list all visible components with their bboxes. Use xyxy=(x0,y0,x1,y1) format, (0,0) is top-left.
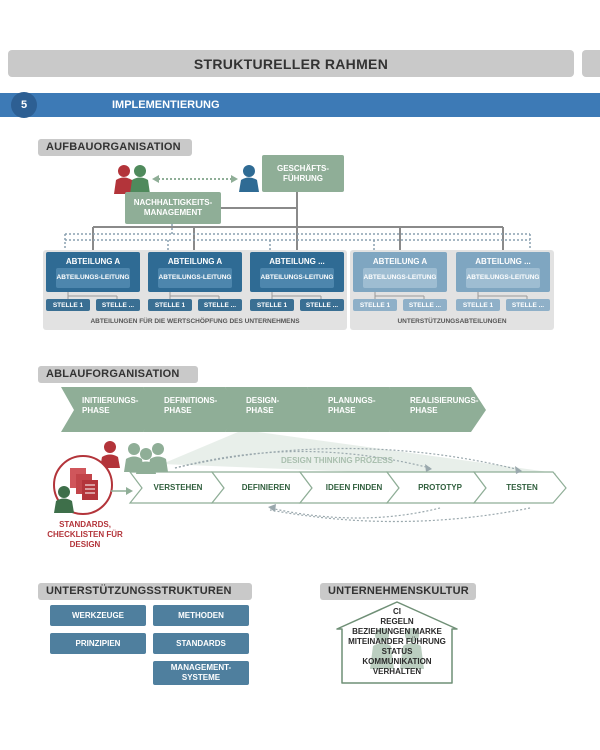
phase-3: DESIGN-PHASE xyxy=(246,396,280,416)
banner: STRUKTURELLER RAHMEN xyxy=(8,50,574,77)
house-icon xyxy=(336,601,458,684)
banner-stub xyxy=(582,50,600,77)
phase-1: INITIIERUNGS-PHASE xyxy=(82,396,139,416)
section-title: IMPLEMENTIERUNG xyxy=(112,99,220,111)
sustainability-management-box: NACHHALTIGKEITS-MANAGEMENT xyxy=(125,192,221,224)
stelle-box: STELLE ... xyxy=(198,299,242,311)
culture-header: UNTERNEHMENSKULTUR xyxy=(320,583,476,600)
culture-word: KOMMUNIKATION xyxy=(362,657,432,666)
culture-word: STATUS xyxy=(381,647,413,656)
support-principles: PRINZIPIEN xyxy=(50,633,146,654)
panel-support-label: UNTERSTÜTZUNGSABTEILUNGEN xyxy=(397,318,507,325)
department-lead: ABTEILUNGS-LEITUNG xyxy=(260,268,334,288)
arrow-right-icon xyxy=(111,487,133,495)
design-thinking-label: DESIGN THINKING PROZESS xyxy=(280,456,393,465)
culture-word: VERHALTEN xyxy=(372,667,422,676)
phase-4: PLANUNGS-PHASE xyxy=(328,396,376,416)
stelle-box: STELLE ... xyxy=(403,299,447,311)
management-box: GESCHÄFTS-FÜHRUNG xyxy=(262,155,344,192)
ablauf-header: ABLAUFORGANISATION xyxy=(38,366,198,383)
culture-word: REGELN xyxy=(380,617,414,626)
support-standards: STANDARDS xyxy=(153,633,249,654)
stelle-box: STELLE 1 xyxy=(148,299,192,311)
dt-step-ideen-finden: IDEEN FINDEN xyxy=(325,483,383,492)
dt-step-prototyp: PROTOTYP xyxy=(418,483,462,492)
department-2: ABTEILUNG A ABTEILUNGS-LEITUNG xyxy=(148,252,242,292)
person-icon xyxy=(54,486,74,513)
dt-step-testen: TESTEN xyxy=(506,483,538,492)
stelle-box: STELLE 1 xyxy=(250,299,294,311)
support-management-systems: MANAGEMENT-SYSTEME xyxy=(153,661,249,685)
section-bar xyxy=(0,93,600,117)
stelle-box: STELLE 1 xyxy=(456,299,500,311)
department-title: ABTEILUNG A xyxy=(167,257,223,266)
stelle-box: STELLE 1 xyxy=(46,299,90,311)
process-graphics xyxy=(61,387,567,523)
support-tools: WERKZEUGE xyxy=(50,605,146,626)
culture-word: CI xyxy=(393,607,401,616)
department-4: ABTEILUNG A ABTEILUNGS-LEITUNG xyxy=(353,252,447,292)
culture-word: BEZIEHUNGEN MARKE xyxy=(352,627,442,636)
stelle-box: STELLE ... xyxy=(506,299,550,311)
department-lead: ABTEILUNGS-LEITUNG xyxy=(363,268,437,288)
org-connectors xyxy=(64,175,531,250)
phase-2: DEFINITIONS-PHASE xyxy=(164,396,218,416)
department-title: ABTEILUNG A xyxy=(372,257,428,266)
stelle-connectors xyxy=(67,292,528,300)
section-number-badge: 5 xyxy=(11,92,37,118)
people-group-icon xyxy=(114,165,150,194)
standards-checklists-label: STANDARDS, CHECKLISTEN FÜR DESIGN xyxy=(47,520,123,549)
phase-5: REALISIERUNGS-PHASE xyxy=(410,396,479,416)
department-title: ABTEILUNG ... xyxy=(269,257,325,266)
person-icon xyxy=(239,165,259,192)
department-5: ABTEILUNG ... ABTEILUNGS-LEITUNG xyxy=(456,252,550,292)
department-title: ABTEILUNG ... xyxy=(475,257,531,266)
department-1: ABTEILUNG A ABTEILUNGS-LEITUNG xyxy=(46,252,140,292)
dt-step-verstehen: VERSTEHEN xyxy=(153,483,203,492)
department-lead: ABTEILUNGS-LEITUNG xyxy=(466,268,540,288)
support-methods: METHODEN xyxy=(153,605,249,626)
stelle-box: STELLE 1 xyxy=(353,299,397,311)
culture-word: MITEINANDER FÜHRUNG xyxy=(348,637,446,646)
design-team-icon xyxy=(100,441,168,474)
support-header: UNTERSTÜTZUNGSSTRUKTUREN xyxy=(38,583,252,600)
stelle-box: STELLE ... xyxy=(300,299,344,311)
department-title: ABTEILUNG A xyxy=(65,257,121,266)
department-lead: ABTEILUNGS-LEITUNG xyxy=(56,268,130,288)
dt-step-definieren: DEFINIEREN xyxy=(241,483,291,492)
panel-value-creation-label: ABTEILUNGEN FÜR DIE WERTSCHÖPFUNG DES UN… xyxy=(90,318,300,325)
department-3: ABTEILUNG ... ABTEILUNGS-LEITUNG xyxy=(250,252,344,292)
aufbau-header: AUFBAUORGANISATION xyxy=(38,139,192,156)
department-lead: ABTEILUNGS-LEITUNG xyxy=(158,268,232,288)
stelle-box: STELLE ... xyxy=(96,299,140,311)
